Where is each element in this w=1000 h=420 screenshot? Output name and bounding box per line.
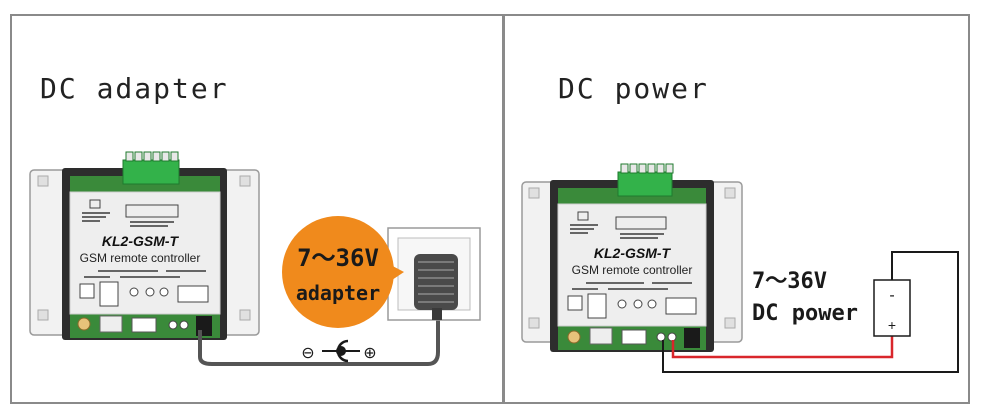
gsm-controller-right: [521, 163, 743, 352]
adapter-label: adapter: [296, 281, 380, 305]
adapter-badge: [282, 216, 394, 328]
device-subtitle-right: GSM remote controller: [572, 263, 693, 277]
polarity-plus-icon: ⊕: [363, 345, 376, 362]
dc-supply-box: [873, 279, 911, 337]
title-dc-power: DC power: [558, 72, 709, 105]
supply-plus: +: [888, 317, 896, 333]
gsm-controller-left: [29, 151, 260, 340]
adapter-badge-pointer: [385, 262, 404, 284]
adapter-voltage: 7～36V: [297, 244, 379, 272]
power-voltage: 7～36V: [752, 269, 827, 294]
polarity-minus-icon: ⊖: [301, 345, 314, 362]
device-subtitle-left: GSM remote controller: [80, 251, 201, 265]
device-model-right: KL2-GSM-T: [594, 245, 672, 261]
supply-minus: -: [889, 287, 894, 304]
title-dc-adapter: DC adapter: [40, 72, 229, 105]
power-label: DC power: [752, 301, 858, 326]
wire-red: [671, 336, 894, 359]
adapter-cable: [198, 318, 440, 366]
polarity-symbol: [322, 339, 360, 363]
device-model-left: KL2-GSM-T: [102, 233, 180, 249]
plug-adapter-icon: [414, 254, 458, 320]
wire-black: [662, 251, 959, 373]
